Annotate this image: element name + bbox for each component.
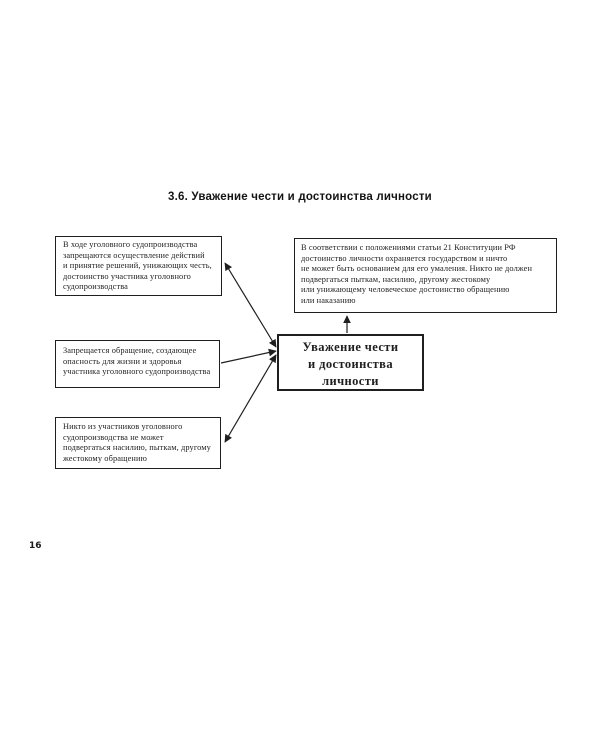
section-title: 3.6. Уважение чести и достоинства личнос… (168, 191, 432, 203)
node-bottom-left: Никто из участников уголовного судопроиз… (55, 417, 221, 469)
node-right-constitution: В соответствии с положениями статьи 21 К… (294, 238, 557, 313)
arrow-middle-left-to-center (220, 348, 277, 364)
node-center: Уважение чести и достоинства личности (277, 334, 424, 391)
arrow-center-to-bottom-left (224, 354, 277, 443)
node-middle-left: Запрещается обращение, создающее опаснос… (55, 340, 220, 388)
arrow-center-to-top-left (224, 262, 277, 348)
node-top-left: В ходе уголовного судопроизводства запре… (55, 236, 222, 296)
page-number: 16 (29, 541, 42, 551)
